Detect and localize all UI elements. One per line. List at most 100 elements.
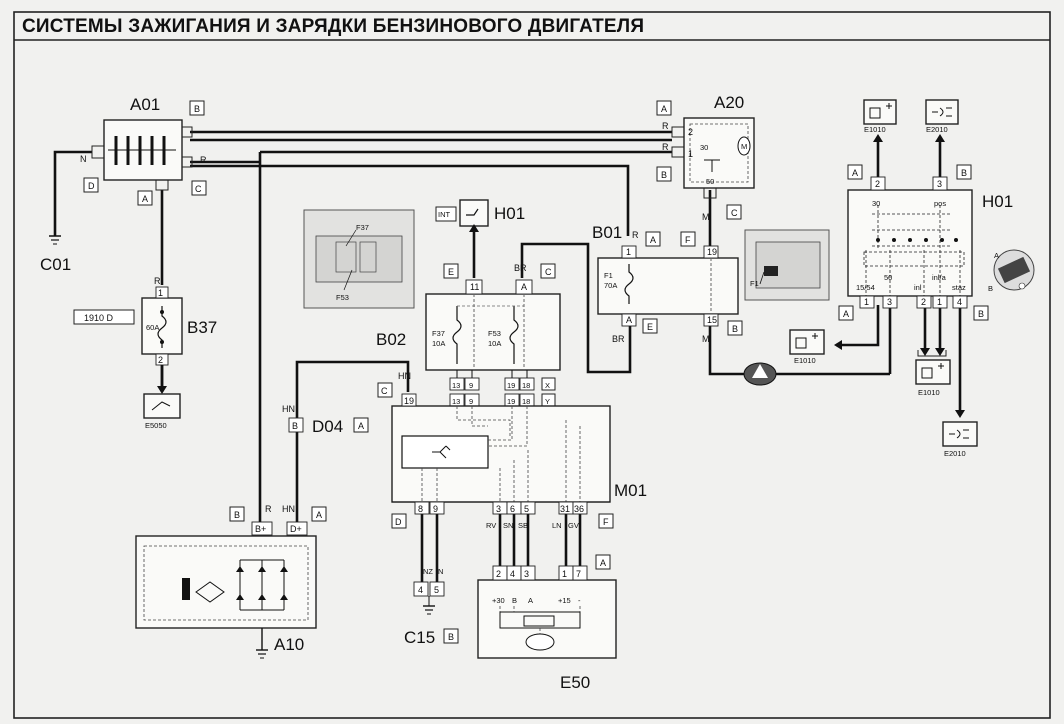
e50-pin-3: 3 bbox=[524, 569, 529, 579]
label-e1010-left: E1010 bbox=[794, 356, 816, 365]
wire-n-c15: N bbox=[438, 567, 443, 576]
ref-e1010-top bbox=[863, 99, 897, 125]
label-b37: B37 bbox=[187, 318, 217, 337]
tag-h01-b-bottom: B bbox=[978, 309, 984, 319]
wire-br-b01: BR bbox=[612, 334, 625, 344]
wire-hn-low: HN bbox=[282, 504, 295, 514]
fuse-b37 bbox=[141, 286, 183, 366]
xy-pin-9b: 9 bbox=[469, 397, 473, 406]
b01-location-sketch bbox=[744, 229, 830, 301]
label-e2010-top: E2010 bbox=[926, 125, 948, 134]
ref-e1010-bottom bbox=[915, 359, 951, 385]
h01-pin-2b: 2 bbox=[921, 297, 926, 307]
a10-pin-dplus: D+ bbox=[290, 524, 302, 534]
emblem-icon bbox=[743, 362, 777, 386]
battery-a01 bbox=[91, 119, 193, 191]
b37-rating: 60A bbox=[146, 323, 159, 332]
b02-location-sketch bbox=[303, 209, 415, 309]
tag-a01-d: D bbox=[88, 181, 95, 191]
b01-pin-19: 19 bbox=[707, 247, 717, 257]
label-c15: C15 bbox=[404, 628, 435, 647]
h01-pin-3-top: 3 bbox=[937, 179, 942, 189]
label-c01: C01 bbox=[40, 255, 71, 274]
h01-label-inla: inl/a bbox=[932, 273, 947, 282]
fusebox-b02 bbox=[425, 279, 561, 371]
e50-pin-1: 1 bbox=[562, 569, 567, 579]
tag-h01-a-top: A bbox=[852, 168, 858, 178]
wire-r-a20-2: R bbox=[662, 142, 669, 152]
xy-pin-18b: 18 bbox=[522, 397, 530, 406]
tag-b02-c: C bbox=[545, 267, 552, 277]
a20-pin-50: 50 bbox=[706, 177, 714, 186]
tag-y: Y bbox=[545, 397, 550, 406]
h01-label-1554: 15/54 bbox=[856, 283, 875, 292]
tag-a20-b: B bbox=[661, 170, 667, 180]
e50-label-minus: - bbox=[578, 596, 581, 605]
tag-b01-a: A bbox=[650, 235, 656, 245]
wire-r-a01: R bbox=[200, 155, 207, 165]
wire-nz: NZ bbox=[423, 567, 433, 576]
tag-a01-a: A bbox=[142, 194, 148, 204]
wire-hn-d04: HN bbox=[282, 404, 295, 414]
b02-pin-a: A bbox=[521, 282, 527, 292]
label-e1010-top: E1010 bbox=[864, 125, 886, 134]
label-d04: D04 bbox=[312, 417, 343, 436]
wire-br-b02: BR bbox=[514, 263, 527, 273]
ground-ref-e5050 bbox=[143, 393, 181, 419]
label-m01: M01 bbox=[614, 481, 647, 500]
wire-gv: GV bbox=[568, 521, 579, 530]
wire-hn-m01: HN bbox=[398, 371, 411, 381]
e50-pin-2: 2 bbox=[496, 569, 501, 579]
xy-pin-18a: 18 bbox=[522, 381, 530, 390]
stamp-label-a: A bbox=[994, 251, 999, 260]
label-e5050: E5050 bbox=[145, 421, 167, 430]
connector-c15 bbox=[413, 581, 445, 615]
b01-pin-1: 1 bbox=[626, 247, 631, 257]
a20-pin-2: 2 bbox=[688, 127, 693, 137]
a10-pin-bplus: B+ bbox=[255, 524, 266, 534]
tag-x: X bbox=[545, 381, 550, 390]
ref-e2010-bottom bbox=[942, 421, 978, 447]
ignition-switch-h01 bbox=[847, 176, 973, 309]
b02-fuse-f37: F37 bbox=[432, 329, 445, 338]
key-stamp-icon bbox=[993, 249, 1035, 291]
wire-rv: RV bbox=[486, 521, 496, 530]
e50-pin-4: 4 bbox=[510, 569, 515, 579]
m01-pin-19: 19 bbox=[404, 396, 414, 406]
label-b01: B01 bbox=[592, 223, 622, 242]
m01-pin-31: 31 bbox=[560, 504, 570, 514]
d04-pin-b: B bbox=[292, 421, 298, 431]
m01-pin-6: 6 bbox=[510, 504, 515, 514]
stamp-label-b: B bbox=[988, 284, 993, 293]
e50-label-30: +30 bbox=[492, 596, 505, 605]
label-a01: A01 bbox=[130, 95, 160, 114]
wire-r-a10: R bbox=[265, 504, 272, 514]
tag-e50-a: A bbox=[600, 558, 606, 568]
a20-pin-30: 30 bbox=[700, 143, 708, 152]
xy-pin-19a: 19 bbox=[507, 381, 515, 390]
h01-label-inl: inl bbox=[914, 283, 922, 292]
sketch-f53-label: F53 bbox=[336, 293, 349, 302]
tag-a10-a: A bbox=[316, 510, 322, 520]
b01-pin-a: A bbox=[626, 315, 632, 325]
a20-motor-label: M bbox=[741, 142, 747, 151]
h01-pin-3: 3 bbox=[887, 297, 892, 307]
wire-r-a20-1: R bbox=[662, 121, 669, 131]
page-title: СИСТЕМЫ ЗАЖИГАНИЯ И ЗАРЯДКИ БЕНЗИНОВОГО … bbox=[22, 16, 645, 37]
h01-pin-2: 2 bbox=[875, 179, 880, 189]
sketch-f1-label: F1 bbox=[750, 279, 759, 288]
b02-fuse-f53: F53 bbox=[488, 329, 501, 338]
label-e50: E50 bbox=[560, 673, 590, 692]
instrument-e50 bbox=[477, 565, 617, 659]
tag-h01-a-bottom: A bbox=[843, 309, 849, 319]
diagram-frame bbox=[13, 11, 1051, 719]
ref-e1010-left bbox=[789, 329, 825, 355]
h01-pin-4: 4 bbox=[957, 297, 962, 307]
ref-e2010-top bbox=[925, 99, 959, 125]
m01-pin-3: 3 bbox=[496, 504, 501, 514]
ground-c01 bbox=[49, 235, 61, 245]
wire-ln: LN bbox=[552, 521, 562, 530]
b01-fuse-f1: F1 bbox=[604, 271, 613, 280]
b37-pin-2: 2 bbox=[158, 355, 163, 365]
